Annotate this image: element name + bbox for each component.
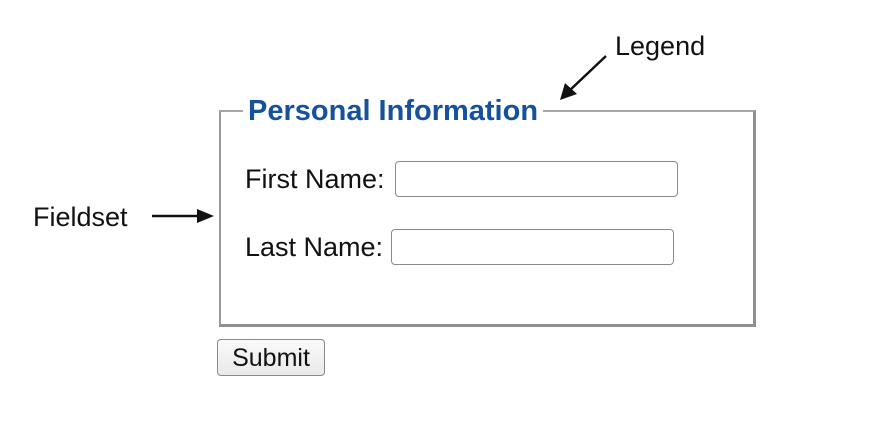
last-name-row: Last Name: [245, 229, 675, 265]
personal-info-fieldset [219, 110, 756, 327]
last-name-input[interactable] [391, 229, 675, 265]
submit-button[interactable]: Submit [217, 339, 325, 376]
legend-pointer-arrow-icon [560, 55, 607, 100]
last-name-label: Last Name: [245, 232, 384, 262]
fieldset-annotation-label: Fieldset [33, 202, 128, 232]
fieldset-pointer-arrow-icon [152, 209, 214, 223]
first-name-row: First Name: [245, 161, 678, 197]
first-name-label: First Name: [245, 164, 385, 194]
first-name-input[interactable] [394, 161, 678, 197]
legend-annotation-label: Legend [615, 31, 706, 61]
fieldset-legend: Personal Information [243, 95, 544, 127]
